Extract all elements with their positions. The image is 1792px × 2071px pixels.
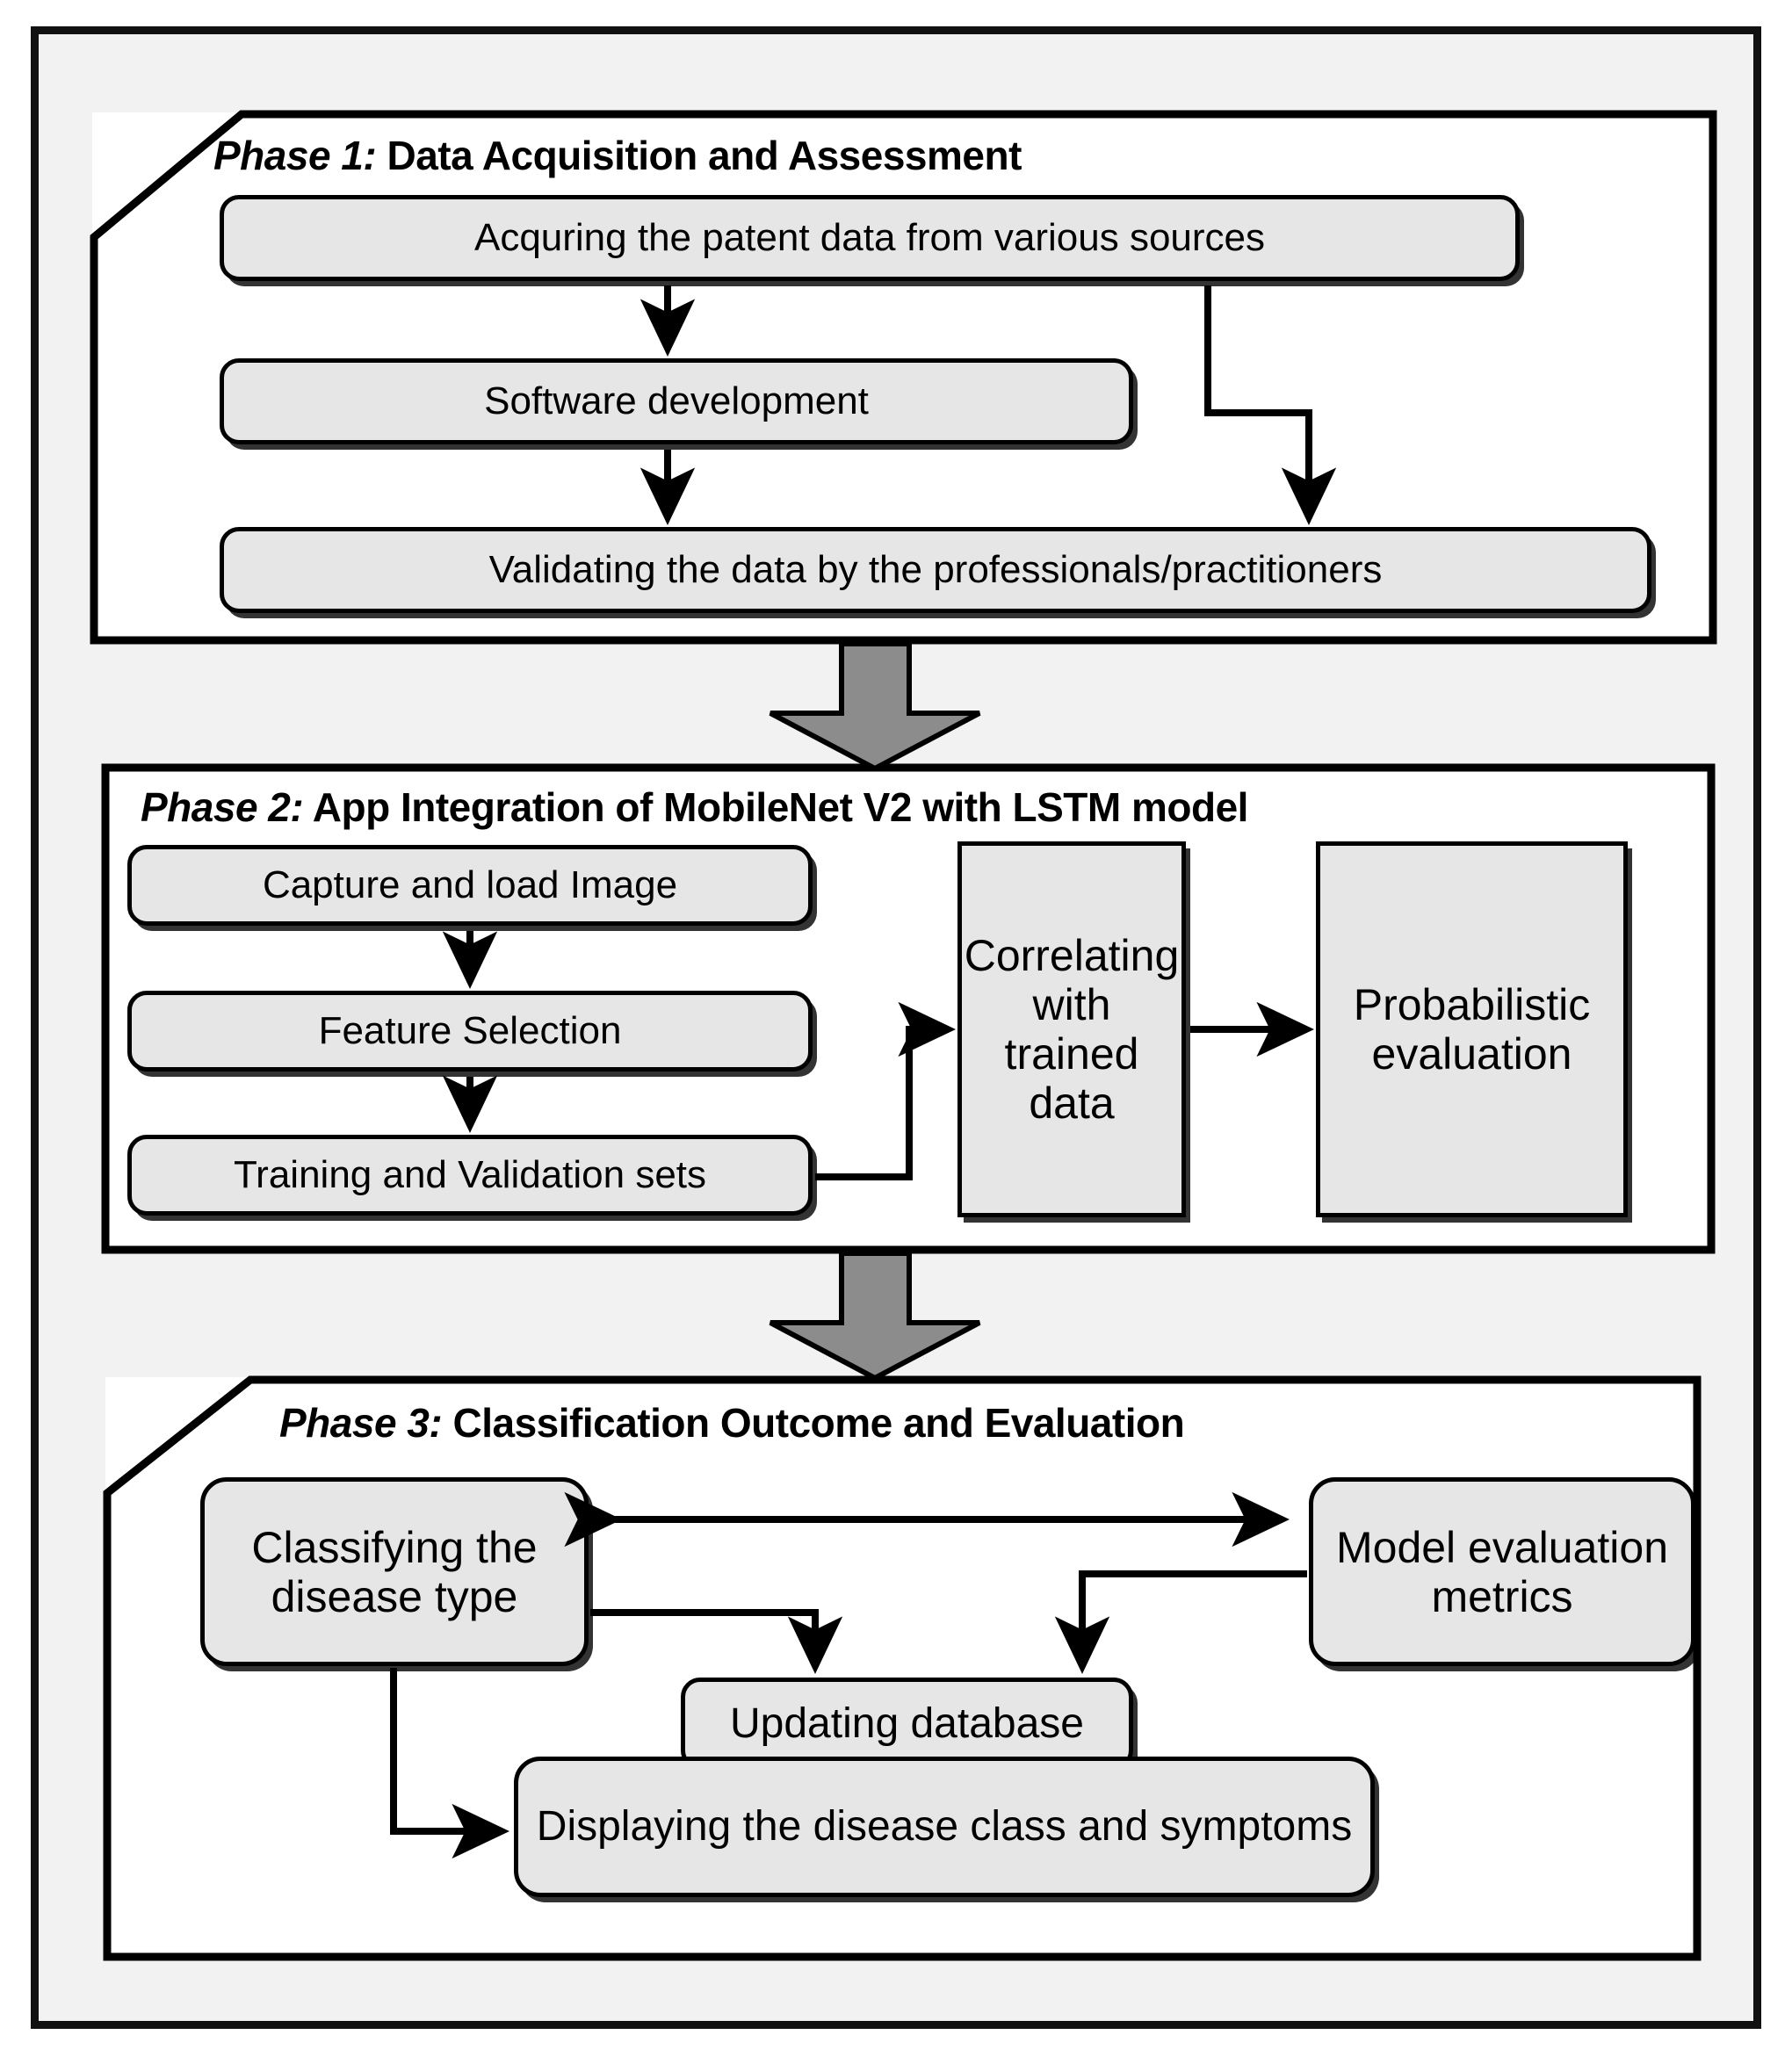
node-validating-data[interactable]: Validating the data by the professionals… — [220, 527, 1651, 613]
node-validating-data-label: Validating the data by the professionals… — [488, 548, 1383, 592]
node-training-validation-sets[interactable]: Training and Validation sets — [127, 1135, 813, 1216]
node-training-validation-sets-label: Training and Validation sets — [233, 1153, 707, 1197]
node-feature-selection-label: Feature Selection — [318, 1009, 622, 1053]
node-acquire-patent-data[interactable]: Acquring the patent data from various so… — [220, 195, 1520, 281]
phase-1-title-prefix: Phase 1: — [213, 133, 377, 178]
node-capture-load-image[interactable]: Capture and load Image — [127, 845, 813, 926]
node-capture-load-image-label: Capture and load Image — [262, 863, 678, 907]
node-feature-selection[interactable]: Feature Selection — [127, 991, 813, 1072]
node-correlating-trained-data[interactable]: Correlating with trained data — [957, 841, 1186, 1217]
phase-3-title: Phase 3: Classification Outcome and Eval… — [279, 1399, 1185, 1447]
node-software-development-label: Software development — [484, 379, 869, 423]
node-model-evaluation-metrics[interactable]: Model evaluation metrics — [1309, 1477, 1695, 1666]
phase-2-title-text: App Integration of MobileNet V2 with LST… — [303, 784, 1249, 830]
node-correlating-trained-data-label: Correlating with trained data — [964, 931, 1180, 1128]
phase-2-title: Phase 2: App Integration of MobileNet V2… — [141, 783, 1248, 831]
node-probabilistic-evaluation[interactable]: Probabilistic evaluation — [1316, 841, 1628, 1217]
node-displaying-disease-class-label: Displaying the disease class and symptom… — [536, 1803, 1353, 1851]
phase-3-title-text: Classification Outcome and Evaluation — [442, 1400, 1185, 1446]
node-software-development[interactable]: Software development — [220, 358, 1133, 444]
node-model-evaluation-metrics-label: Model evaluation metrics — [1335, 1522, 1669, 1621]
phase-3-title-prefix: Phase 3: — [279, 1400, 443, 1446]
phase-1-title-text: Data Acquisition and Assessment — [376, 133, 1022, 178]
phase-2-title-prefix: Phase 2: — [141, 784, 304, 830]
node-probabilistic-evaluation-label: Probabilistic evaluation — [1353, 980, 1591, 1079]
node-displaying-disease-class[interactable]: Displaying the disease class and symptom… — [514, 1757, 1375, 1897]
node-updating-database-label: Updating database — [730, 1699, 1084, 1747]
node-acquire-patent-data-label: Acquring the patent data from various so… — [473, 216, 1266, 260]
node-classifying-disease-type-label: Classifying the disease type — [251, 1522, 538, 1621]
phase-1-title: Phase 1: Data Acquisition and Assessment — [213, 132, 1022, 179]
node-classifying-disease-type[interactable]: Classifying the disease type — [200, 1477, 589, 1666]
